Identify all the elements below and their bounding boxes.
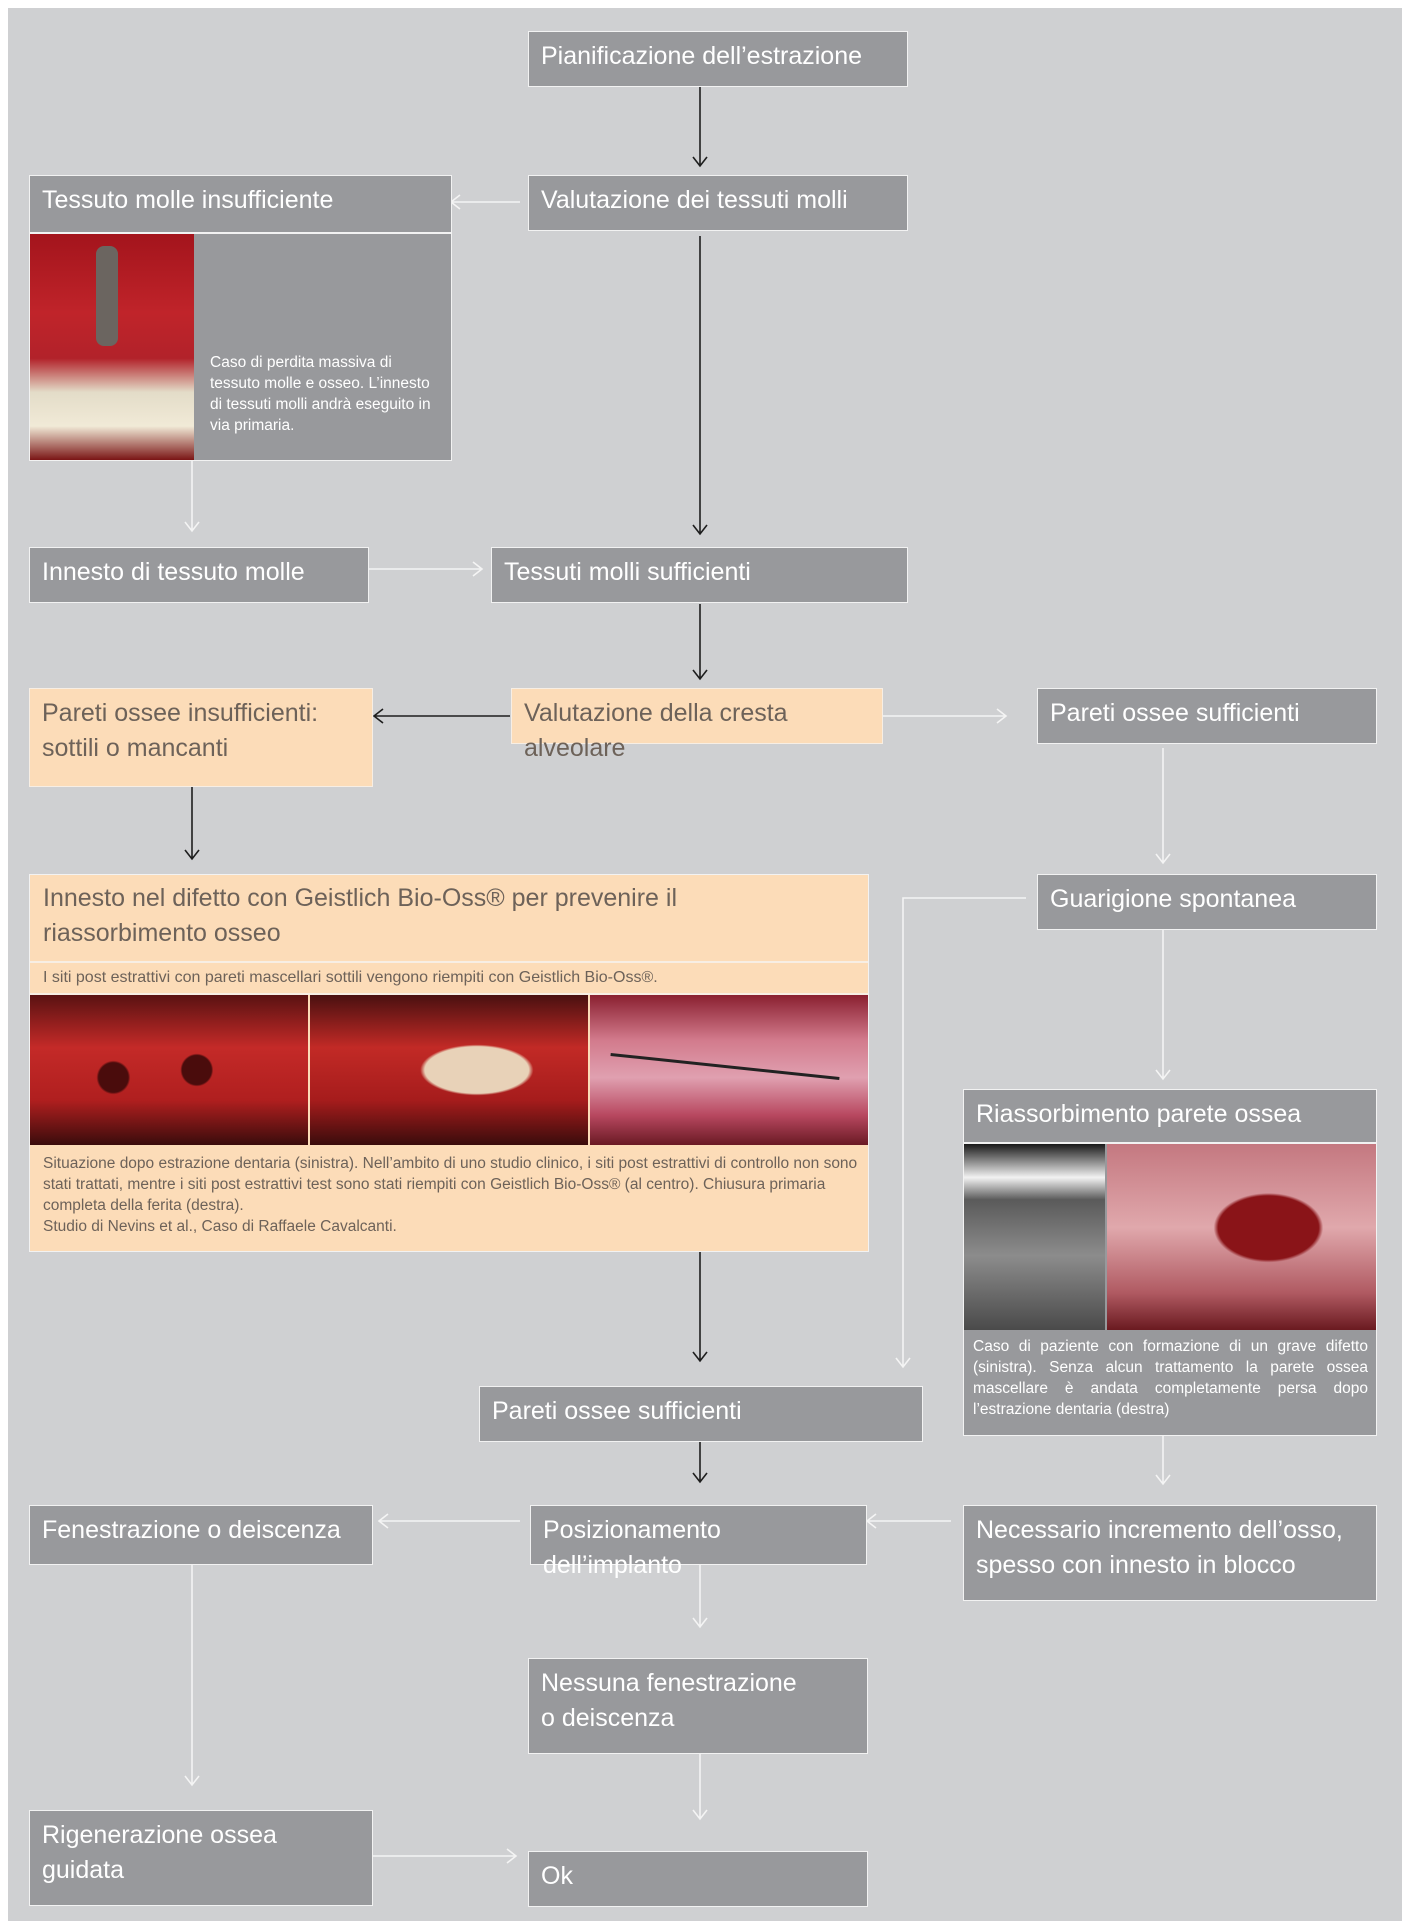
node-soft-tissue-graft: Innesto di tessuto molle <box>29 547 369 603</box>
graft-subtitle: I siti post estrattivi con pareti mascel… <box>43 967 853 988</box>
arrow-softeval-to-insufficient <box>451 195 520 209</box>
flowchart-canvas: Pianificazione dell’estrazione Valutazio… <box>8 8 1402 1921</box>
node-ridge-evaluation: Valutazione della cresta alveolare <box>511 688 883 744</box>
panel-bio-oss-graft: Innesto nel difetto con Geistlich Bio-Os… <box>29 874 869 1252</box>
arrow-insufficient-to-graft-soft <box>185 457 199 531</box>
xray-image <box>964 1144 1105 1330</box>
panel-title: Riassorbimento parete ossea <box>976 1097 1301 1132</box>
arrow-softeval-to-softsufficient <box>693 236 707 534</box>
clinical-photo-resorption <box>1107 1144 1376 1330</box>
graft-caption: Situazione dopo estrazione dentaria (sin… <box>43 1153 858 1216</box>
panel-title: Tessuto molle insufficiente <box>42 183 333 218</box>
node-soft-tissue-evaluation: Valutazione dei tessuti molli <box>528 175 908 231</box>
node-fenestration: Fenestrazione o deiscenza <box>29 1505 373 1565</box>
divider <box>30 961 868 963</box>
arrow-graft-to-sufficient <box>693 1252 707 1361</box>
node-bone-walls-insufficient: Pareti ossee insufficienti: sottili o ma… <box>29 688 373 787</box>
arrow-planning-to-softeval <box>693 87 707 166</box>
node-bone-augmentation: Necessario incremento dell’osso, spesso … <box>963 1505 1377 1601</box>
arrow-softgraft-to-sufficient <box>368 562 482 576</box>
arrow-insufficient-to-graft <box>185 787 199 859</box>
arrow-fenestration-to-gbr <box>185 1556 199 1785</box>
arrow-implant-to-fenestration <box>379 1514 520 1528</box>
graft-title: Innesto nel difetto con Geistlich Bio-Os… <box>43 881 677 951</box>
node-implant-placement: Posizionamento dell’implanto <box>530 1505 867 1565</box>
arrow-ridge-to-wallsright <box>883 709 1006 723</box>
clinical-photo-wound-closure <box>590 995 868 1145</box>
graft-study-credit: Studio di Nevins et al., Caso di Raffael… <box>43 1216 858 1237</box>
clinical-photo-soft-tissue <box>30 234 194 460</box>
node-soft-tissue-sufficient: Tessuti molli sufficienti <box>491 547 908 603</box>
node-ok: Ok <box>528 1851 868 1907</box>
node-bone-walls-sufficient-right: Pareti ossee sufficienti <box>1037 688 1377 744</box>
node-no-fenestration: Nessuna fenestrazione o deiscenza <box>528 1658 868 1754</box>
arrow-ridge-to-insufficient <box>374 709 510 723</box>
node-spontaneous-healing: Guarigione spontanea <box>1037 874 1377 930</box>
arrow-wallsright-to-spontaneous <box>1156 748 1170 863</box>
arrow-boneincrease-to-implant <box>867 1514 951 1528</box>
arrow-gbr-to-ok <box>373 1849 516 1863</box>
node-guided-bone-regeneration: Rigenerazione ossea guidata <box>29 1810 373 1906</box>
arrow-spontaneous-to-resorption <box>1156 930 1170 1079</box>
clinical-photo-extraction <box>30 995 308 1145</box>
node-bone-walls-sufficient-center: Pareti ossee sufficienti <box>479 1386 923 1442</box>
clinical-photo-bio-oss-filled <box>310 995 588 1145</box>
soft-tissue-caption: Caso di perdita massiva di tessuto molle… <box>210 352 435 436</box>
arrow-resorption-to-boneincrease <box>1156 1436 1170 1484</box>
node-planning: Pianificazione dell’estrazione <box>528 31 908 87</box>
panel-soft-tissue-insufficient: Tessuto molle insufficiente Caso di perd… <box>29 175 452 461</box>
resorption-caption: Caso di paziente con formazione di un gr… <box>973 1336 1368 1420</box>
arrow-softsufficient-to-ridge <box>693 604 707 679</box>
panel-bone-wall-resorption: Riassorbimento parete ossea Caso di pazi… <box>963 1089 1377 1436</box>
